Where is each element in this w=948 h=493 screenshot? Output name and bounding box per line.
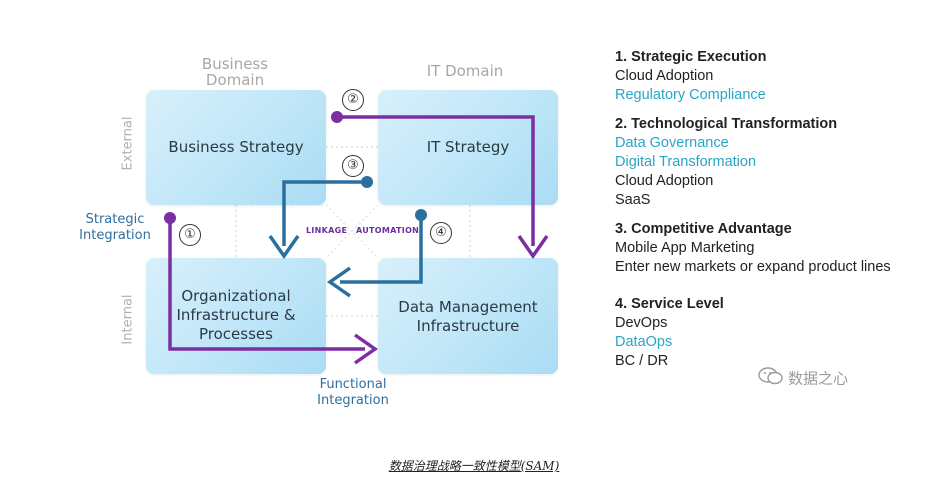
wechat-icon bbox=[758, 366, 784, 390]
list-item: DataOps bbox=[615, 334, 673, 350]
figure-caption: 数据治理战略一致性模型(SAM) bbox=[388, 459, 560, 473]
org-infrastructure-box bbox=[146, 258, 326, 374]
arrow-4-head bbox=[326, 266, 352, 298]
arrow-2-head bbox=[517, 234, 549, 260]
list-heading: 2. Technological Transformation bbox=[615, 116, 838, 132]
linkage-label: LINKAGE bbox=[306, 226, 348, 235]
arrow-2 bbox=[337, 115, 535, 246]
number-3: ③ bbox=[342, 155, 364, 177]
arrow-1 bbox=[168, 218, 365, 351]
business-strategy-box bbox=[146, 90, 326, 205]
strategic-integration-label: Strategic Integration bbox=[79, 212, 151, 243]
number-1: ① bbox=[179, 224, 201, 246]
arrow-4-start bbox=[415, 209, 427, 221]
list-item: BC / DR bbox=[615, 353, 669, 369]
arrow-2-start bbox=[331, 111, 343, 123]
business-strategy-label: Business Strategy bbox=[168, 138, 304, 156]
data-management-box bbox=[378, 258, 558, 374]
service-list: 1. Strategic Execution Cloud Adoption Re… bbox=[615, 48, 945, 381]
data-management-label: Data Management Infrastructure bbox=[398, 298, 538, 335]
arrow-4 bbox=[340, 215, 423, 284]
it-strategy-box bbox=[378, 90, 558, 205]
business-domain-label: Business Domain bbox=[201, 55, 269, 89]
number-2: ② bbox=[342, 89, 364, 111]
arrow-1-head bbox=[353, 333, 379, 365]
number-4: ④ bbox=[430, 222, 452, 244]
list-item: Data Governance bbox=[615, 135, 729, 151]
functional-integration-label: Functional Integration bbox=[317, 377, 389, 408]
watermark: 数据之心 bbox=[758, 366, 848, 390]
list-heading: 3. Competitive Advantage bbox=[615, 221, 792, 237]
list-item: Cloud Adoption bbox=[615, 68, 714, 84]
it-strategy-label: IT Strategy bbox=[426, 138, 510, 156]
list-item: Regulatory Compliance bbox=[615, 87, 766, 103]
list-item: SaaS bbox=[615, 192, 651, 208]
org-infrastructure-label: Organizational Infrastructure & Processe… bbox=[176, 287, 296, 343]
list-heading: 4. Service Level bbox=[615, 296, 724, 312]
arrow-3-start bbox=[361, 176, 373, 188]
list-item: DevOps bbox=[615, 315, 668, 331]
list-group-1: 1. Strategic Execution Cloud Adoption Re… bbox=[615, 48, 945, 105]
arrow-1-start bbox=[164, 212, 176, 224]
arrow-3-head bbox=[268, 234, 300, 260]
list-group-3: 3. Competitive Advantage Mobile App Mark… bbox=[615, 220, 945, 277]
list-group-2: 2. Technological Transformation Data Gov… bbox=[615, 115, 945, 210]
watermark-text: 数据之心 bbox=[788, 369, 849, 388]
list-item: Enter new markets or expand product line… bbox=[615, 259, 891, 275]
list-heading: 1. Strategic Execution bbox=[615, 49, 767, 65]
list-group-4: 4. Service Level DevOps DataOps BC / DR bbox=[615, 295, 945, 371]
list-item: Cloud Adoption bbox=[615, 173, 714, 189]
arrow-3 bbox=[282, 180, 367, 246]
list-item: Digital Transformation bbox=[615, 154, 757, 170]
list-item: Mobile App Marketing bbox=[615, 240, 755, 256]
automation-label: AUTOMATION bbox=[356, 226, 420, 235]
it-domain-label: IT Domain bbox=[426, 62, 504, 80]
